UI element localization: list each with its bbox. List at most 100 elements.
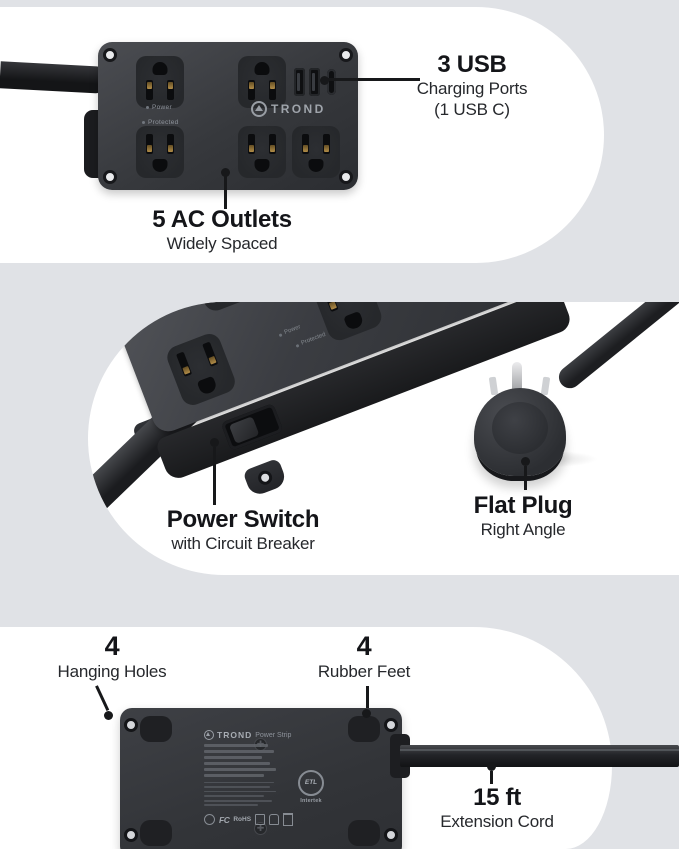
hanging-hole-icon [384, 718, 398, 732]
outlet-slot [248, 134, 255, 154]
outlets-callout: 5 AC Outlets Widely Spaced [122, 206, 322, 254]
usb-a-port-icon [309, 68, 320, 96]
outlet-ground-hole [254, 62, 270, 75]
certification-icon [269, 814, 280, 826]
power-led-label: Power [146, 104, 172, 111]
callout-dot [487, 762, 496, 771]
outlet-slot [269, 80, 276, 100]
power-cord [0, 61, 105, 94]
rubber-foot-icon [348, 820, 380, 846]
outlet-slot [146, 134, 153, 154]
plug-prong-icon [540, 376, 551, 396]
certification-marks: FC RoHS [204, 813, 324, 827]
label-text-line [204, 786, 270, 788]
outlet-slot [176, 351, 193, 377]
weee-bin-icon [283, 813, 294, 827]
switch-callout-line1: with Circuit Breaker [171, 534, 315, 553]
callout-dot [362, 709, 371, 718]
outlets-callout-line1: Widely Spaced [166, 234, 278, 253]
outlet-ground-hole [254, 159, 270, 172]
outlet-slot [322, 302, 339, 313]
outlet-ground-hole [308, 159, 324, 172]
label-text-line [204, 799, 272, 802]
callout-dot [104, 711, 113, 720]
callout-line [490, 771, 493, 784]
outlet-slot [202, 341, 219, 367]
ground-prong-icon [512, 362, 522, 392]
section-front-view: TROND Power Protected 3 USB Charging Por… [0, 7, 604, 263]
plug-callout-line1: Right Angle [480, 520, 566, 539]
trond-logo-icon [251, 101, 267, 117]
ac-outlet-icon [136, 126, 184, 178]
product-label: TROND Power Strip ETL Inte [204, 730, 324, 827]
callout-line [366, 686, 369, 708]
ac-outlet-icon [136, 56, 184, 108]
protected-led-label: Protected [295, 332, 326, 349]
power-led-label: Power [278, 324, 302, 338]
power-switch-rocker [220, 402, 284, 452]
callout-line [213, 447, 216, 505]
label-product: Power Strip [255, 731, 292, 739]
callout-line [325, 78, 420, 81]
label-spec-lines [204, 744, 324, 777]
certification-icon [204, 814, 215, 826]
feet-callout: 4 Rubber Feet [284, 632, 444, 682]
rubber-foot-icon [140, 820, 172, 846]
etl-logo-icon: ETL [298, 770, 324, 796]
holes-label: Hanging Holes [57, 662, 167, 681]
usb-c-port-icon [327, 69, 336, 95]
rubber-foot-icon [348, 716, 380, 742]
extension-cord [400, 745, 679, 767]
outlet-slot [167, 80, 174, 100]
ac-outlet-icon [186, 302, 262, 315]
outlet-slot [248, 80, 255, 100]
hanging-hole-icon [103, 170, 117, 184]
protected-led-label: Protected [142, 119, 179, 126]
outlet-slot [323, 134, 330, 154]
callout-dot [210, 438, 219, 447]
power-strip-front-view: TROND Power Protected [98, 42, 358, 190]
label-text-line [204, 804, 258, 807]
ac-outlet-icon [238, 56, 286, 108]
power-strip-back-view: TROND Power Strip ETL Inte [120, 708, 410, 849]
callout-dot [320, 76, 329, 85]
usb-ports [294, 66, 340, 100]
hanging-hole-icon [384, 828, 398, 842]
ac-outlet-icon [292, 126, 340, 178]
certification-icon [255, 814, 266, 826]
trond-logo: TROND [251, 101, 326, 117]
label-text-line [204, 774, 264, 777]
section-angled-view: Power Protected Power Switch with Circui… [88, 302, 679, 575]
usb-callout-line1: Charging Ports [416, 79, 528, 98]
callout-dot [521, 457, 530, 466]
ac-outlet-icon [238, 126, 286, 178]
hanging-hole-icon [339, 170, 353, 184]
brand-name: TROND [271, 102, 326, 116]
hanging-hole-icon [124, 828, 138, 842]
label-text-line [204, 781, 274, 784]
etl-mark: ETL Intertek [298, 770, 324, 804]
callout-line [224, 175, 227, 209]
plug-prong-icon [488, 376, 499, 396]
label-text-line [204, 756, 262, 759]
plug-callout-title: Flat Plug [473, 492, 573, 519]
outlet-ground-hole [196, 375, 218, 396]
outlet-ground-hole [152, 159, 168, 172]
usb-callout-line2: (1 USB C) [434, 100, 510, 119]
holes-callout: 4 Hanging Holes [32, 632, 192, 682]
callout-dot [221, 168, 230, 177]
outlets-callout-title: 5 AC Outlets [152, 206, 292, 233]
cord-callout-line1: Extension Cord [440, 812, 554, 831]
label-text-line [204, 762, 270, 765]
cord-callout-title: 15 ft [473, 784, 521, 811]
trond-logo-icon [204, 730, 214, 740]
switch-callout-title: Power Switch [166, 506, 320, 533]
label-text-line [204, 744, 268, 747]
flat-plug [466, 362, 576, 492]
switch-callout: Power Switch with Circuit Breaker [143, 506, 343, 554]
intertek-label: Intertek [300, 798, 322, 804]
usb-a-port-icon [294, 68, 305, 96]
hanging-hole-icon [124, 718, 138, 732]
section-back-view: 4 Hanging Holes 4 Rubber Feet TROND Powe… [0, 627, 612, 849]
